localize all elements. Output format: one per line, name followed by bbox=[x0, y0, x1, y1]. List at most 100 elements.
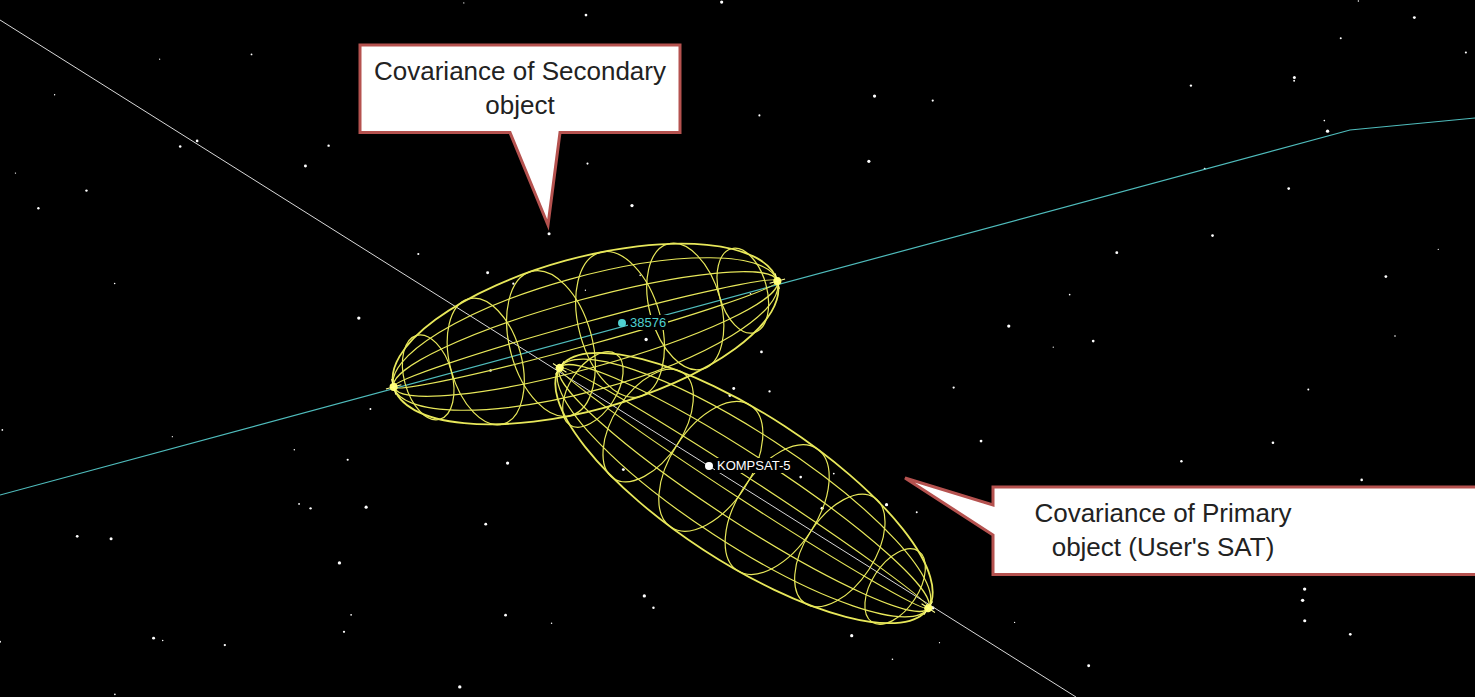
star-field bbox=[892, 658, 894, 660]
star-field bbox=[551, 623, 552, 624]
star-field bbox=[630, 204, 633, 207]
star-field bbox=[758, 114, 760, 116]
callout-box: Covariance of Primary object (User's SAT… bbox=[993, 487, 1333, 575]
star-field bbox=[1287, 187, 1290, 190]
star-field bbox=[1211, 234, 1214, 237]
star-field bbox=[1007, 325, 1010, 328]
star-field bbox=[1293, 76, 1296, 79]
primary-covariance-ellipsoid bbox=[554, 359, 935, 618]
star-field bbox=[1326, 129, 1329, 132]
star-field bbox=[338, 561, 341, 564]
primary-covariance-ellipsoid bbox=[852, 538, 937, 634]
star-field bbox=[15, 172, 16, 173]
star-field bbox=[643, 594, 646, 597]
star-field bbox=[1340, 37, 1342, 39]
callout-shapes bbox=[360, 45, 1475, 575]
star-field bbox=[1394, 335, 1396, 337]
star-field bbox=[652, 607, 654, 609]
star-field bbox=[1307, 388, 1309, 390]
star-field bbox=[885, 503, 888, 506]
secondary-covariance-ellipsoid bbox=[394, 329, 463, 426]
primary-covariance-ellipsoid bbox=[917, 597, 939, 619]
star-field bbox=[1, 429, 3, 431]
star-field bbox=[114, 283, 116, 285]
primary-covariance-ellipsoid bbox=[529, 321, 958, 654]
star-field bbox=[159, 59, 160, 60]
star-field bbox=[1384, 275, 1387, 278]
star-field bbox=[196, 140, 199, 143]
secondary-covariance-ellipsoid bbox=[373, 208, 797, 460]
star-field bbox=[463, 2, 464, 3]
star-field bbox=[1349, 633, 1352, 636]
primary-covariance-ellipsoid bbox=[550, 341, 635, 437]
star-field bbox=[0, 641, 1, 643]
star-field bbox=[1180, 460, 1182, 462]
star-field bbox=[1303, 587, 1306, 590]
star-field bbox=[512, 283, 514, 285]
primary-orbit bbox=[0, 20, 1076, 697]
star-field bbox=[1358, 0, 1359, 1]
star-field bbox=[1438, 249, 1439, 250]
primary-dot bbox=[705, 462, 713, 470]
secondary-covariance-ellipsoid bbox=[366, 206, 806, 462]
star-field bbox=[484, 523, 487, 526]
star-field bbox=[1303, 619, 1306, 622]
secondary-covariance-ellipsoid bbox=[385, 248, 787, 420]
secondary-covariance-ellipsoid bbox=[708, 242, 777, 339]
star-field bbox=[833, 473, 835, 475]
star-field bbox=[760, 351, 763, 354]
star-field bbox=[1413, 16, 1416, 19]
star-field bbox=[54, 94, 55, 95]
star-field bbox=[799, 476, 802, 479]
star-field bbox=[179, 145, 182, 148]
primary-covariance-ellipsoid bbox=[513, 301, 976, 674]
star-field bbox=[298, 503, 300, 505]
star-field bbox=[622, 468, 625, 471]
primary-covariance-ellipsoid bbox=[519, 306, 968, 670]
star-field bbox=[294, 449, 295, 450]
star-field bbox=[585, 14, 588, 17]
star-field bbox=[343, 631, 345, 633]
star-field bbox=[1190, 84, 1192, 86]
star-field bbox=[506, 461, 509, 464]
star-field bbox=[1053, 347, 1054, 348]
star-field bbox=[644, 338, 647, 341]
star-field bbox=[114, 694, 116, 696]
star-field bbox=[932, 99, 934, 101]
star-field bbox=[1087, 664, 1090, 667]
star-field bbox=[585, 290, 586, 291]
secondary-covariance-ellipsoid bbox=[434, 289, 537, 433]
callout-box: Covariance of Secondary object bbox=[360, 45, 680, 133]
star-field bbox=[720, 0, 723, 3]
secondary-covariance-ellipsoid bbox=[379, 226, 793, 442]
star-field bbox=[1069, 294, 1071, 296]
callout-outline bbox=[905, 478, 1475, 575]
star-field bbox=[347, 459, 349, 461]
star-field bbox=[916, 511, 918, 513]
star-field bbox=[251, 54, 253, 56]
secondary-covariance-ellipsoid bbox=[768, 271, 788, 291]
star-field bbox=[1293, 80, 1295, 82]
secondary-dot bbox=[618, 319, 626, 327]
star-field bbox=[172, 436, 173, 437]
star-field bbox=[1115, 251, 1118, 254]
star-field bbox=[357, 316, 360, 319]
star-field bbox=[350, 614, 352, 616]
star-field bbox=[867, 160, 870, 163]
secondary-covariance-ellipsoid bbox=[491, 261, 610, 427]
star-field bbox=[1272, 441, 1275, 444]
callout-text: Covariance of Secondary object bbox=[370, 55, 670, 123]
star-field bbox=[76, 535, 79, 538]
star-field bbox=[953, 386, 955, 388]
star-field bbox=[37, 207, 39, 209]
object-label: 38576 bbox=[628, 315, 668, 330]
star-field bbox=[309, 507, 311, 509]
star-field bbox=[369, 408, 371, 410]
star-field bbox=[152, 637, 155, 640]
star-field bbox=[980, 440, 983, 443]
callout-text: Covariance of Primary object (User's SAT… bbox=[1003, 497, 1323, 565]
star-field bbox=[486, 271, 489, 274]
secondary-orbit bbox=[0, 118, 1475, 495]
